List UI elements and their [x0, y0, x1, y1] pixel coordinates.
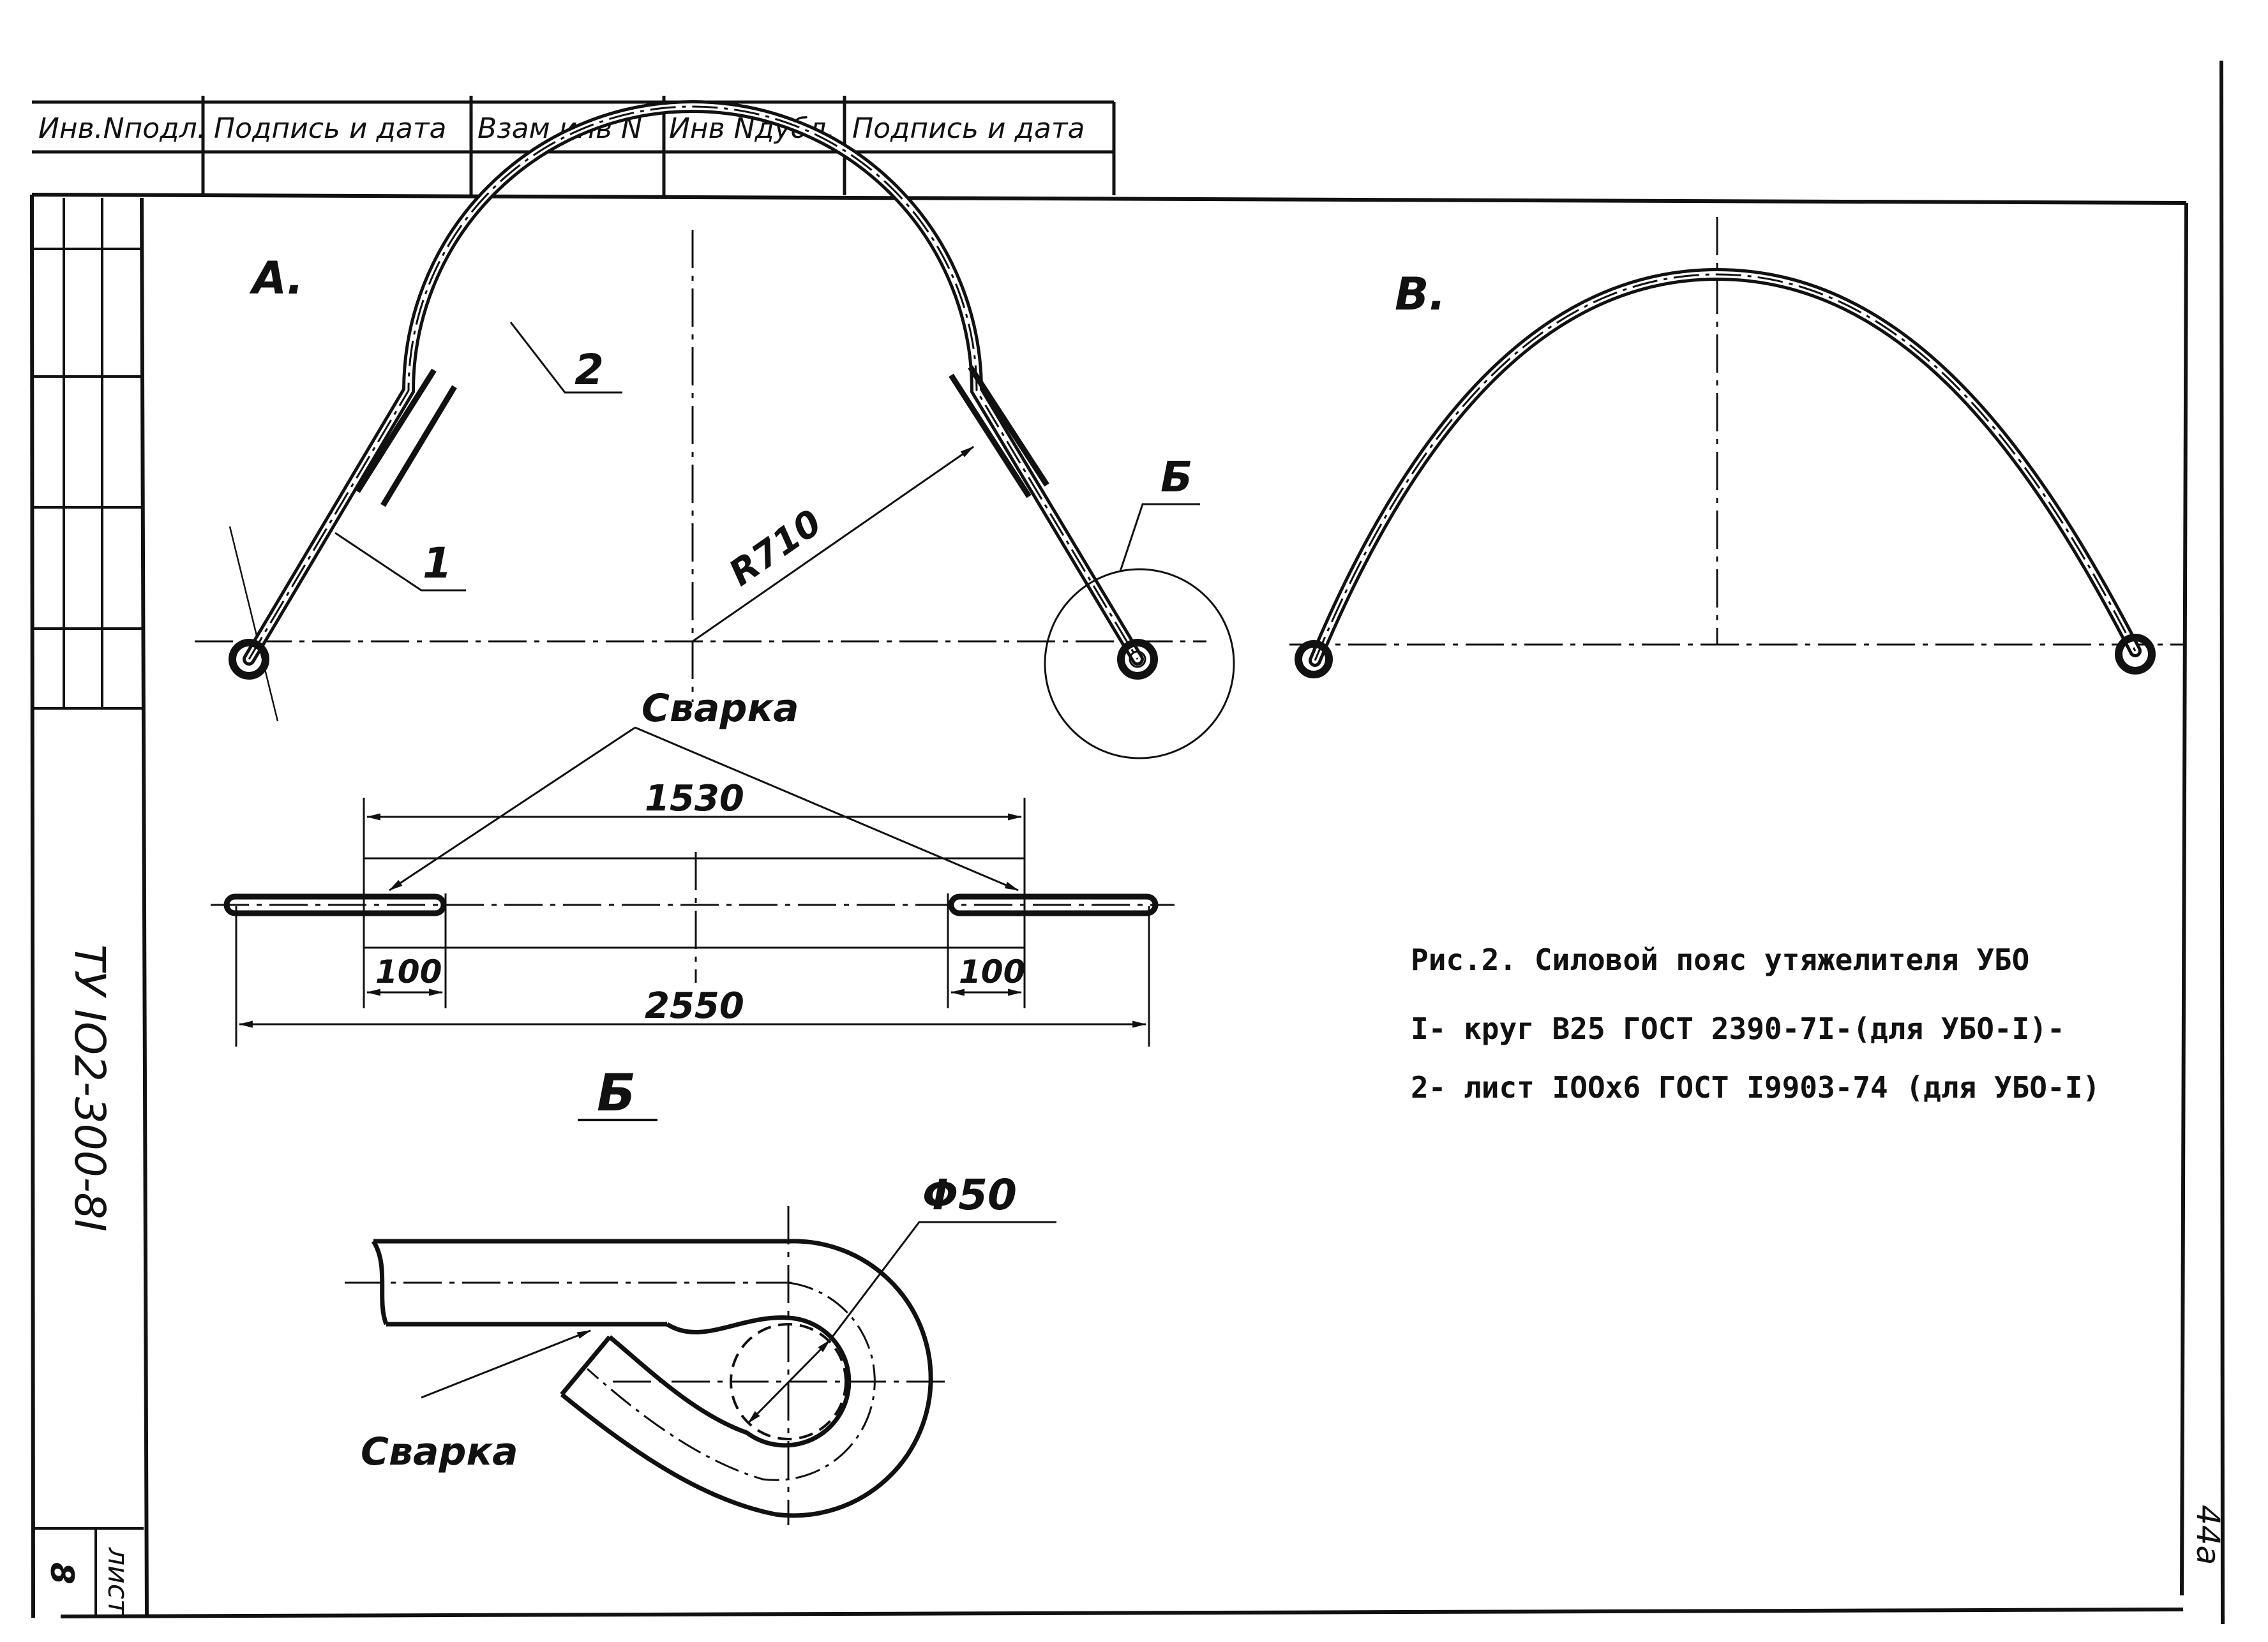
callout-1: 1: [423, 539, 452, 588]
callout-2: 2: [575, 345, 604, 394]
view-a: А. R710 1 2 Б: [195, 100, 1235, 759]
view-b: В.: [1289, 217, 2183, 678]
caption-line-1: I- круг В25 ГОСТ 2390-7I-(для УБО-I)-: [1411, 1011, 2065, 1046]
weld-label-flat: Сварка: [642, 686, 799, 731]
page-mark: 44а: [2189, 1505, 2227, 1565]
detail-b-title: Б: [597, 1063, 636, 1123]
view-a-label: А.: [249, 252, 304, 304]
caption: Рис.2. Силовой пояс утяжелителя УБО I- к…: [1411, 943, 2100, 1105]
dim-100-left: 100: [375, 953, 442, 990]
caption-title: Рис.2. Силовой пояс утяжелителя УБО: [1411, 943, 2029, 977]
view-b-label: В.: [1395, 268, 1446, 320]
side-strip: ТУ IO2-300-8I лист 8 44а: [33, 198, 2227, 1618]
detail-ref-label: Б: [1160, 452, 1192, 502]
sheet-label: лист: [101, 1547, 134, 1616]
header-signature-date-1: Подпись и дата: [214, 112, 446, 145]
title-block: Инв.Nподл. Подпись и дата Взам инв N Инв…: [32, 96, 1116, 195]
weld-label-detail: Сварка: [361, 1429, 518, 1474]
detail-b: Б Φ50 Сварка: [345, 1063, 1056, 1525]
sheet-number: 8: [43, 1562, 80, 1585]
header-signature-date-2: Подпись и дата: [852, 112, 1085, 145]
doc-code: ТУ IO2-300-8I: [65, 944, 114, 1232]
flat-development: Сварка 1530 2550 100 10: [211, 686, 1175, 1047]
dim-2550: 2550: [645, 985, 744, 1027]
dim-100-right: 100: [959, 953, 1025, 990]
dim-1530: 1530: [645, 778, 744, 819]
header-inv-podl: Инв.Nподл.: [38, 112, 206, 145]
diameter-label: Φ50: [922, 1170, 1017, 1220]
drawing-frame: [30, 60, 2225, 1625]
radius-label: R710: [722, 502, 829, 594]
caption-line-2: 2- лист IOOx6 ГОСТ I9903-74 (для УБО-I): [1411, 1070, 2100, 1105]
